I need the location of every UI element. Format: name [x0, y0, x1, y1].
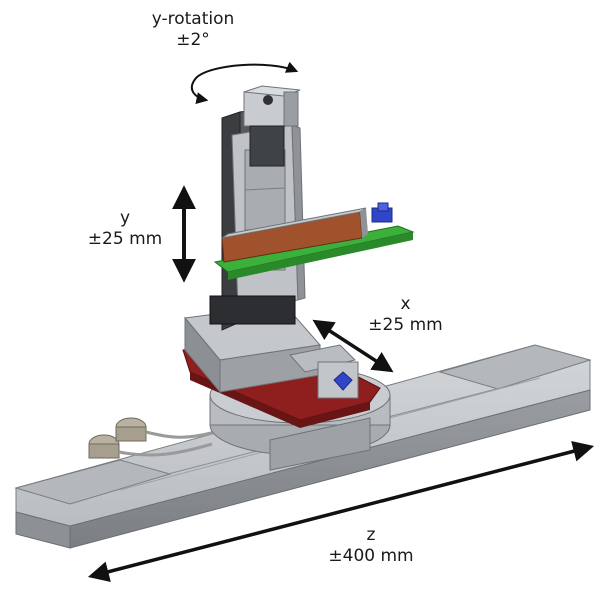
y-axis-label: y ±25 mm [70, 208, 180, 250]
z-axis-range: ±400 mm [328, 546, 414, 566]
y-rotation-label: y-rotation ±2° [128, 9, 258, 51]
y-axis-range: ±25 mm [87, 229, 163, 249]
motion-arrows [87, 61, 595, 582]
z-axis-name: z [366, 525, 376, 545]
y-rotation-range: ±2° [176, 30, 210, 50]
motor-shaft-icon [263, 95, 273, 105]
x-axis-label: x ±25 mm [348, 294, 463, 336]
z-axis-label: z ±400 mm [306, 525, 436, 567]
x-axis-name: x [400, 294, 411, 314]
y-axis-name: y [119, 208, 131, 228]
z-arrow [87, 441, 595, 582]
x-arrow [312, 319, 394, 373]
red-plate-edge [190, 372, 370, 428]
rotation-arrow [190, 61, 299, 104]
knob-icon [333, 371, 353, 391]
blue-clamp-icon [371, 202, 393, 223]
x-axis-range: ±25 mm [368, 315, 443, 335]
y-rotation-name: y-rotation [151, 9, 235, 29]
sample-arm [213, 202, 415, 280]
end-block-right [438, 344, 592, 390]
